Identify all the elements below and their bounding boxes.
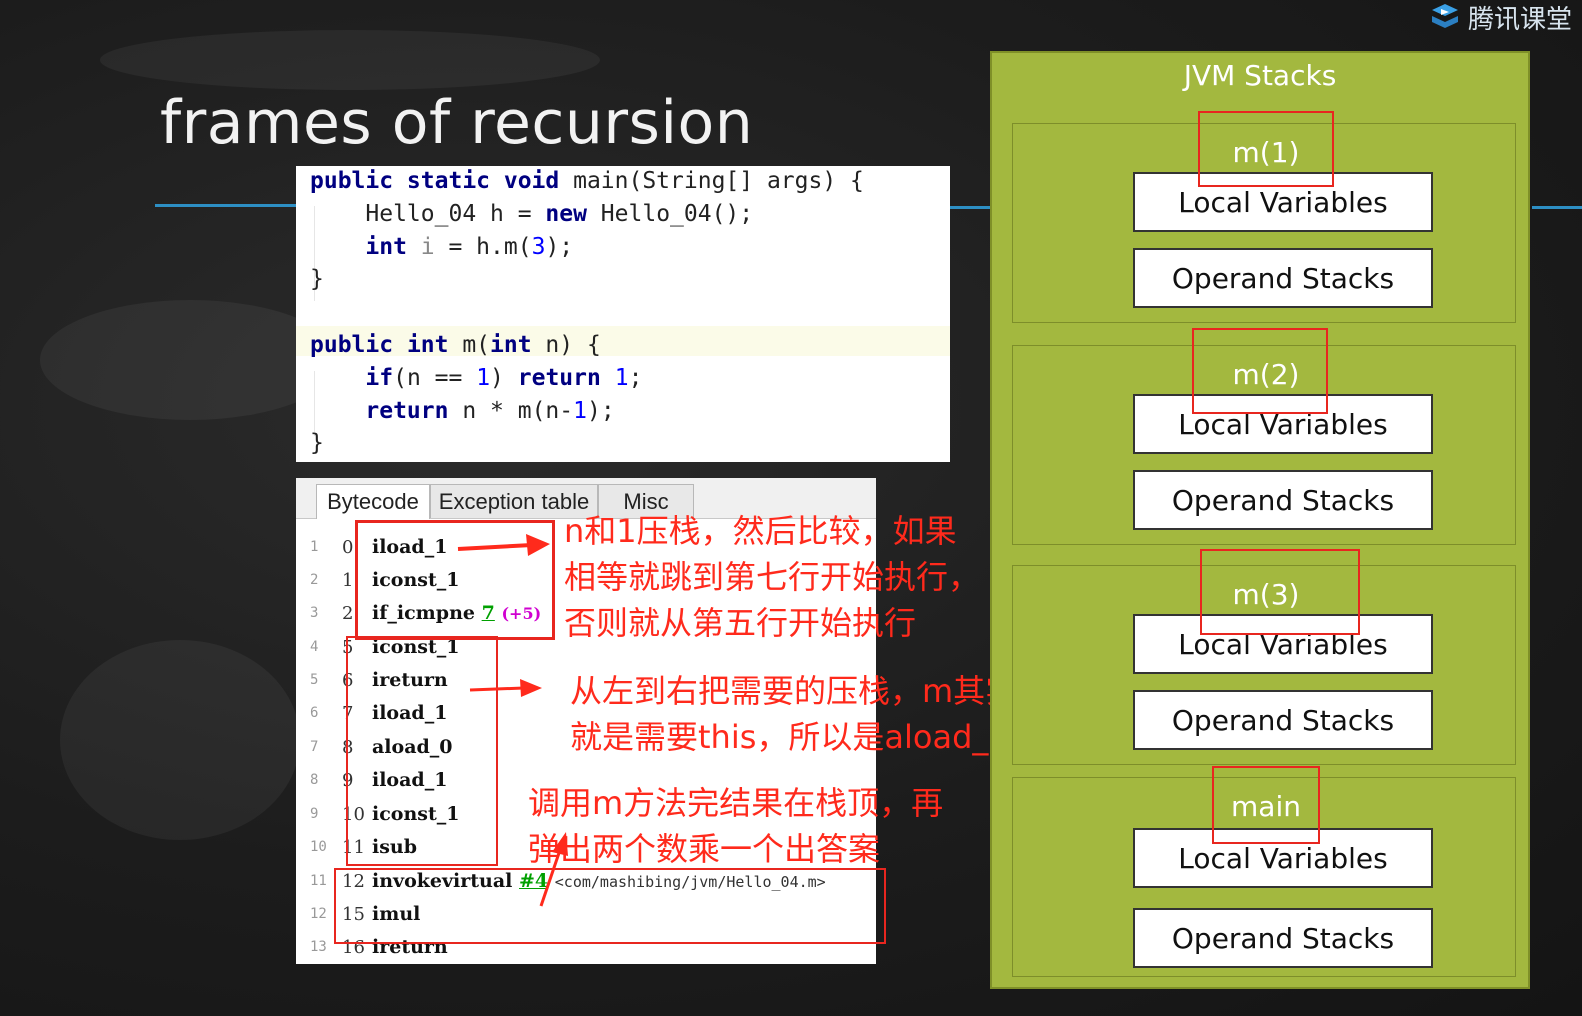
- source-code-panel: public static void main(String[] args) {…: [296, 166, 950, 462]
- arrow-prepare-head: [520, 679, 542, 697]
- code-line-8: return n * m(n-1);: [310, 398, 615, 424]
- stack-frame-m2: m(2) Local Variables Operand Stacks: [1012, 345, 1516, 545]
- highlight-box-compare: [355, 520, 555, 640]
- slide-underline-right: [1532, 206, 1582, 209]
- local-variables-box: Local Variables: [1133, 614, 1433, 674]
- arrow-prepare: [469, 686, 525, 692]
- arrow-compare-head: [526, 534, 550, 556]
- arrow-compare: [457, 543, 533, 551]
- slide-underline-mid: [950, 206, 992, 209]
- operand-stacks-box: Operand Stacks: [1133, 690, 1433, 750]
- code-line-3: int i = h.m(3);: [310, 234, 574, 260]
- highlight-box-invoke: [334, 868, 886, 944]
- current-line-highlight: [296, 326, 950, 356]
- tab-exception-table[interactable]: Exception table: [430, 484, 598, 518]
- logo-text: 腾讯课堂: [1467, 4, 1572, 35]
- stack-frame-main: main Local Variables Operand Stacks: [1012, 777, 1516, 977]
- tab-bytecode[interactable]: Bytecode: [316, 484, 430, 519]
- tencent-classroom-icon: [1431, 4, 1458, 28]
- jvm-stacks-diagram: JVM Stacks m(1) Local Variables Operand …: [990, 51, 1530, 989]
- arrow-invoke-head: [552, 832, 568, 856]
- tencent-classroom-logo: 腾讯课堂: [1430, 0, 1572, 35]
- operand-stacks-box: Operand Stacks: [1133, 248, 1433, 308]
- operand-stacks-box: Operand Stacks: [1133, 470, 1433, 530]
- code-line-6: public int m(int n) {: [310, 332, 601, 358]
- code-line-7: if(n == 1) return 1;: [310, 365, 643, 391]
- annotation-invoke: 调用m方法完结果在栈顶，再 弹出两个数乘一个出答案: [528, 784, 944, 868]
- annotation-compare: n和1压栈，然后比较，如果 相等就跳到第七行开始执行， 否则就从第五行开始执行: [564, 512, 981, 642]
- frame-label-highlight-m1: [1198, 111, 1334, 187]
- code-line-2: Hello_04 h = new Hello_04();: [310, 201, 754, 227]
- frame-label: m(2): [1232, 358, 1300, 391]
- local-variables-box: Local Variables: [1133, 172, 1433, 232]
- indent-guide: [314, 371, 315, 436]
- arrow-invoke: [539, 849, 562, 907]
- slide-title: frames of recursion: [160, 88, 754, 158]
- local-variables-box: Local Variables: [1133, 828, 1433, 888]
- stack-frame-m1: m(1) Local Variables Operand Stacks: [1012, 123, 1516, 323]
- slide-underline-left: [155, 204, 297, 207]
- frame-label-highlight-main: [1212, 766, 1320, 844]
- constant-pool-link[interactable]: #4: [519, 870, 549, 892]
- code-line-1: public static void main(String[] args) {: [310, 168, 864, 194]
- bytecode-tabs: Bytecode Exception table Misc: [296, 478, 876, 519]
- tab-misc[interactable]: Misc: [598, 484, 694, 518]
- code-line-9: }: [310, 430, 324, 456]
- frame-label-highlight-m3: [1200, 549, 1360, 635]
- operand-stacks-box: Operand Stacks: [1133, 908, 1433, 968]
- frame-label: m(3): [1232, 578, 1300, 611]
- jvm-stacks-title: JVM Stacks: [1183, 59, 1337, 92]
- stack-frame-m3: m(3) Local Variables Operand Stacks: [1012, 565, 1516, 765]
- frame-label: main: [1231, 790, 1301, 823]
- indent-guide: [314, 206, 315, 301]
- code-line-4: }: [310, 266, 324, 292]
- annotation-prepare: 从左到右把需要的压栈，m其实 就是需要this，所以是aload_0: [570, 672, 1018, 756]
- frame-label: m(1): [1232, 136, 1300, 169]
- jump-target-link[interactable]: 7: [481, 602, 495, 624]
- highlight-box-prepare: [346, 636, 498, 866]
- frame-label-highlight-m2: [1192, 328, 1328, 414]
